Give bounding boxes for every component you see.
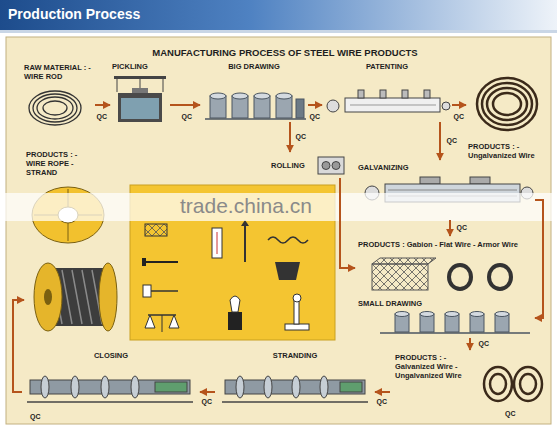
patenting-furnace <box>327 90 450 112</box>
process-stage: PRODUCTS : - WIRE ROPE - STRAND <box>24 145 122 335</box>
diagram-title: MANUFACTURING PROCESS OF STEEL WIRE PROD… <box>130 47 440 58</box>
flow-arrow <box>95 104 110 106</box>
qc-label: QC <box>456 224 469 232</box>
process-stage: PICKLING <box>110 60 170 124</box>
header-title: Production Process <box>8 7 140 22</box>
pickling-tank <box>114 76 166 122</box>
stage-label: STRANDING <box>215 351 375 360</box>
qc-label: QC <box>181 113 194 121</box>
stranding-machine <box>222 376 368 402</box>
process-stage: GALVANIZING <box>355 160 535 220</box>
stage-label: PATENTING <box>322 62 452 71</box>
qc-label: QC <box>446 137 459 145</box>
flow-arrow <box>13 300 24 392</box>
qc-label: QC <box>201 398 214 406</box>
gabion-flat-armor <box>372 258 511 290</box>
flow-arrow <box>375 391 390 393</box>
qc-label: QC <box>478 340 491 348</box>
qc-label: QC <box>453 113 466 121</box>
stage-label: GALVANIZING <box>358 163 438 172</box>
flow-arrow <box>170 104 200 106</box>
flow-arrow <box>439 122 441 160</box>
watermark: trade.china.cn <box>180 194 312 217</box>
flow-arrow <box>200 391 215 393</box>
flow-arrow <box>452 104 466 106</box>
flow-arrow <box>449 220 451 236</box>
watermark-band <box>0 193 557 221</box>
small-drawing-machines <box>380 312 530 334</box>
wire-rod-coil <box>29 91 81 125</box>
stage-label: ROLLING <box>271 161 317 170</box>
stage-label: PICKLING <box>112 62 168 71</box>
flow-arrow <box>535 200 543 318</box>
process-stage: ROLLING <box>268 152 348 178</box>
process-stage: PATENTING <box>322 60 452 122</box>
drawing-machines <box>205 93 306 119</box>
process-stage: PRODUCTS : - Galvanized Wire - Ungalvani… <box>390 350 548 406</box>
process-stage: RAW MATERIAL : - WIRE ROD <box>20 60 95 128</box>
closing-machine <box>27 376 193 402</box>
process-stage: PRODUCTS : Gabion - Flat Wire - Armor Wi… <box>355 236 535 292</box>
stage-label: PRODUCTS : - Galvanized Wire - Ungalvani… <box>395 353 480 380</box>
stage-label: CLOSING <box>22 351 200 360</box>
process-stage: BIG DRAWING <box>200 60 308 122</box>
stage-label: PRODUCTS : - Ungalvanized Wire <box>468 142 546 160</box>
stage-label: SMALL DRAWING <box>358 299 458 308</box>
process-stage: PRODUCTS : - Ungalvanized Wire <box>466 72 548 172</box>
flow-arrow <box>340 178 355 268</box>
stage-label: BIG DRAWING <box>200 62 308 71</box>
stage-label: PRODUCTS : Gabion - Flat Wire - Armor Wi… <box>358 240 532 249</box>
qc-label: QC <box>30 413 41 421</box>
process-stage: CLOSING <box>22 348 200 410</box>
qc-label: QC <box>376 398 389 406</box>
flow-arrow <box>308 104 322 106</box>
qc-label: QC <box>96 113 109 121</box>
galvanized-coils <box>484 367 542 401</box>
rolling-mill <box>318 157 344 174</box>
ungalvanized-coil <box>477 78 537 130</box>
qc-label: QC <box>295 133 308 141</box>
process-stage: SMALL DRAWING <box>355 296 535 338</box>
flow-arrow <box>469 338 471 350</box>
panel <box>6 37 551 424</box>
stage-label: RAW MATERIAL : - WIRE ROD <box>24 63 92 81</box>
process-stage: STRANDING <box>215 348 375 410</box>
flow-arrow <box>289 122 291 152</box>
qc-label: QC <box>505 410 516 418</box>
qc-label: QC <box>309 113 322 121</box>
stage-label: PRODUCTS : - WIRE ROPE - STRAND <box>26 150 90 177</box>
header-bar <box>0 0 557 33</box>
